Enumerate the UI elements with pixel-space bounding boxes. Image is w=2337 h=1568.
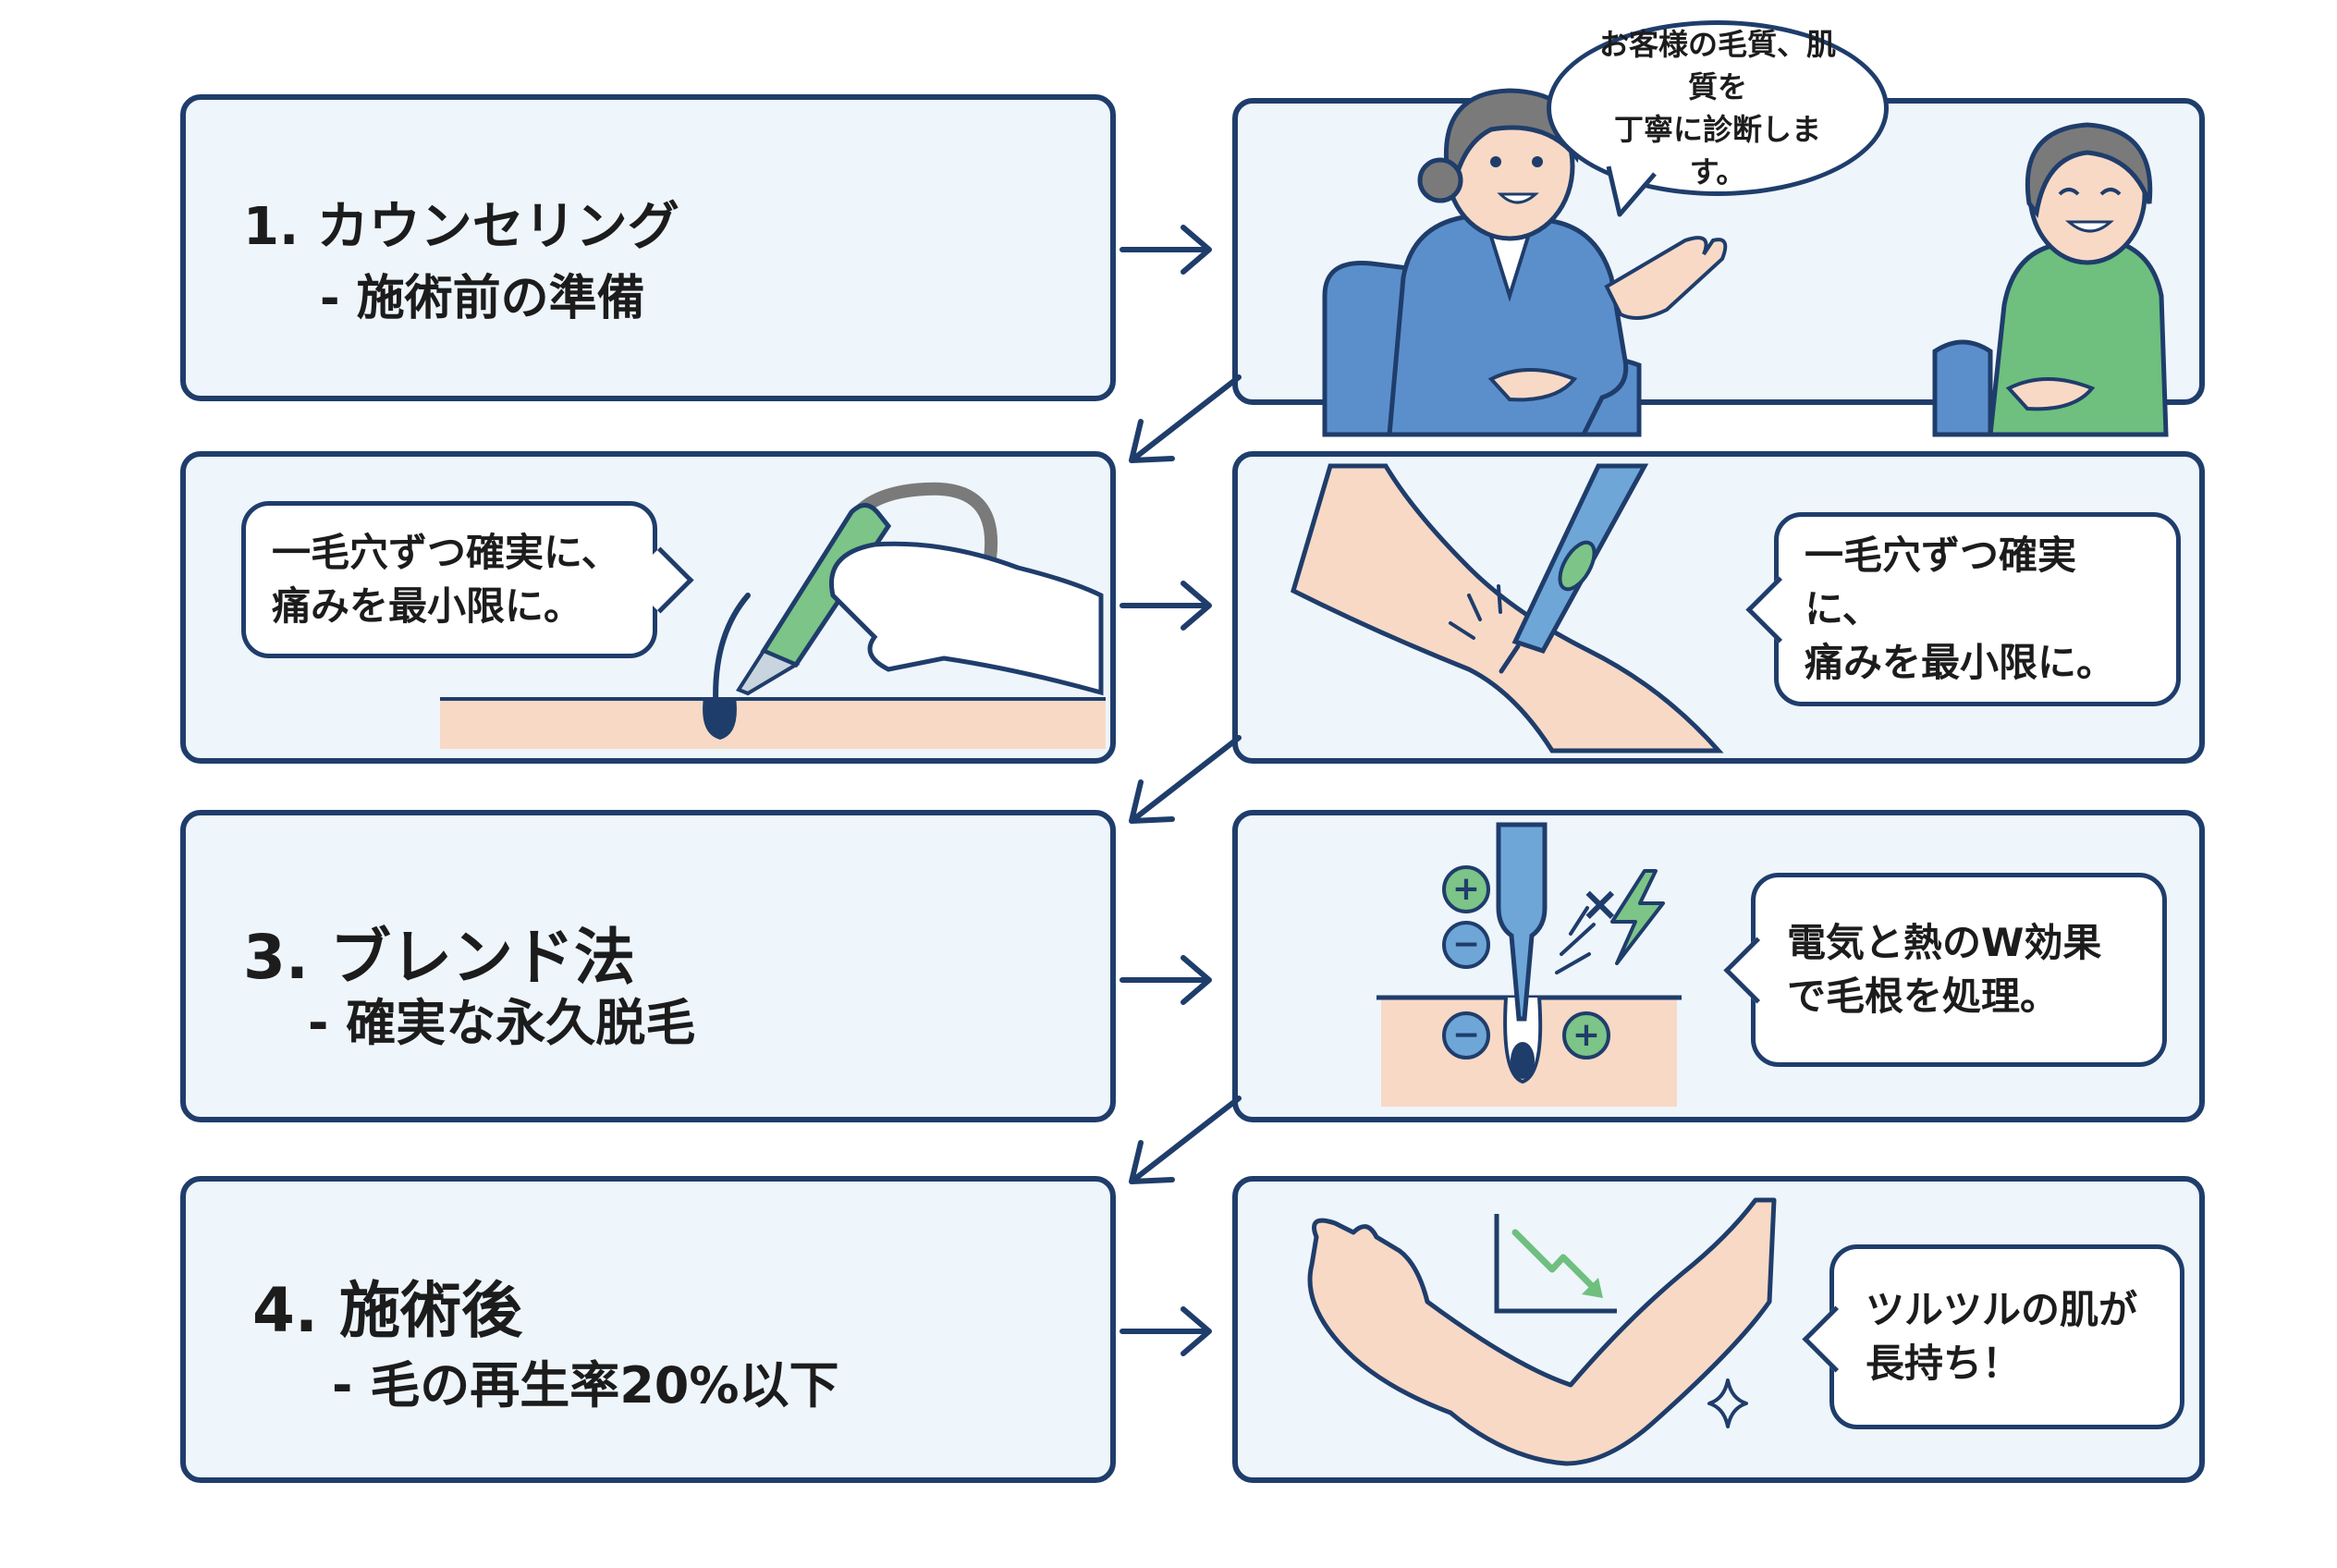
step2-left-panel: 一毛穴ずつ確実に、 痛みを最小限に。: [180, 451, 1116, 764]
step4-text-panel: 4. 施術後 - 毛の再生率20%以下: [180, 1176, 1116, 1483]
armchair-right: [1932, 339, 1993, 437]
step1-speech-bubble: お客様の毛質、肌質を 丁寧に診断します。: [1547, 20, 1889, 196]
step1-bubble-line2: 丁寧に診断します。: [1613, 112, 1821, 190]
step1-bubble-tail: [1606, 165, 1657, 217]
step3-title: 3. ブレンド法: [243, 922, 635, 993]
downtrend-arrow-icon: [1511, 1229, 1602, 1296]
step2-right-panel: 一毛穴ずつ確実に、 痛みを最小限に。: [1232, 451, 2205, 764]
step2-right-bubble: 一毛穴ずつ確実に、 痛みを最小限に。: [1774, 512, 2181, 706]
step3-bubble-line1: 電気と熱のW効果: [1787, 920, 2102, 965]
step2-left-bubble-line2: 痛みを最小限に。: [272, 583, 583, 629]
step1-title: 1. カウンセリング: [243, 197, 679, 257]
client-hair: [2025, 122, 2153, 218]
step1-text-panel: 1. カウンセリング - 施術前の準備: [180, 94, 1116, 401]
step4-bubble-line2: 長持ち！: [1866, 1341, 2022, 1386]
arrow-right-2: [1120, 581, 1212, 631]
client-body: [1988, 238, 2169, 437]
arrow-diagonal-2: [1129, 735, 1242, 824]
step4-bubble-line1: ツルツルの肌が: [1866, 1287, 2138, 1332]
cross-icon: ×: [1580, 876, 1621, 932]
consultant-gesture-hand: [1604, 236, 1728, 320]
step3-bubble-line2: で毛根を処理。: [1787, 974, 2060, 1019]
step3-subtitle: - 確実な永久脱毛: [308, 994, 696, 1052]
step4-illustration-panel: ツルツルの肌が 長持ち！: [1232, 1176, 2205, 1483]
step2-left-bubble: 一毛穴ずつ確実に、 痛みを最小限に。: [241, 501, 657, 658]
step4-title: 4. 施術後: [252, 1275, 522, 1346]
epilation-pen: [760, 503, 892, 668]
step3-text-panel: 3. ブレンド法 - 確実な永久脱毛: [180, 810, 1116, 1122]
plus-icon-skin: +: [1562, 1011, 1610, 1060]
minus-icon-skin: −: [1442, 1011, 1490, 1060]
zap-lines: [1555, 906, 1596, 974]
step1-bubble-line1: お客様の毛質、肌質を: [1598, 27, 1836, 104]
smooth-arm-scene: [1307, 1197, 1777, 1466]
step4-subtitle: - 毛の再生率20%以下: [332, 1356, 839, 1415]
step3-illustration-panel: + − − + × 電気と熱のW効果 で毛根を処理。: [1232, 810, 2205, 1122]
minus-icon-top: −: [1442, 921, 1490, 969]
plus-icon-top: +: [1442, 865, 1490, 913]
chart-axes: [1494, 1214, 1617, 1314]
arrow-diagonal-3: [1129, 1096, 1242, 1184]
lightning-icon: [1610, 869, 1665, 965]
hand: [829, 541, 1104, 696]
step2-left-bubble-line1: 一毛穴ずつ確実に、: [272, 530, 620, 575]
skin-strip: [440, 697, 1106, 749]
arm: [1291, 463, 1724, 753]
arrow-right-4: [1120, 1306, 1212, 1356]
spark-lines: [1449, 584, 1502, 640]
blend-method-scene: [1377, 822, 1682, 1107]
arrow-diagonal-1: [1129, 374, 1242, 463]
needle-probe: [1496, 822, 1548, 1022]
step1-subtitle: - 施術前の準備: [320, 271, 645, 326]
counseling-scene: [1322, 88, 2169, 437]
sparkle-icon: [1707, 1378, 1748, 1428]
step4-bubble: ツルツルの肌が 長持ち！: [1829, 1244, 2184, 1429]
arrow-right-3: [1120, 955, 1212, 1005]
arrow-right-1: [1120, 225, 1212, 275]
smooth-arm: [1307, 1197, 1777, 1466]
step3-bubble: 電気と熱のW効果 で毛根を処理。: [1751, 873, 2167, 1067]
step2-right-bubble-line1: 一毛穴ずつ確実に、: [1805, 533, 2077, 631]
epilation-pen-scene: [440, 482, 1106, 749]
arm-treatment-scene: [1291, 463, 1724, 753]
step2-right-bubble-line2: 痛みを最小限に。: [1805, 640, 2116, 685]
hair-follicle: [703, 697, 737, 740]
